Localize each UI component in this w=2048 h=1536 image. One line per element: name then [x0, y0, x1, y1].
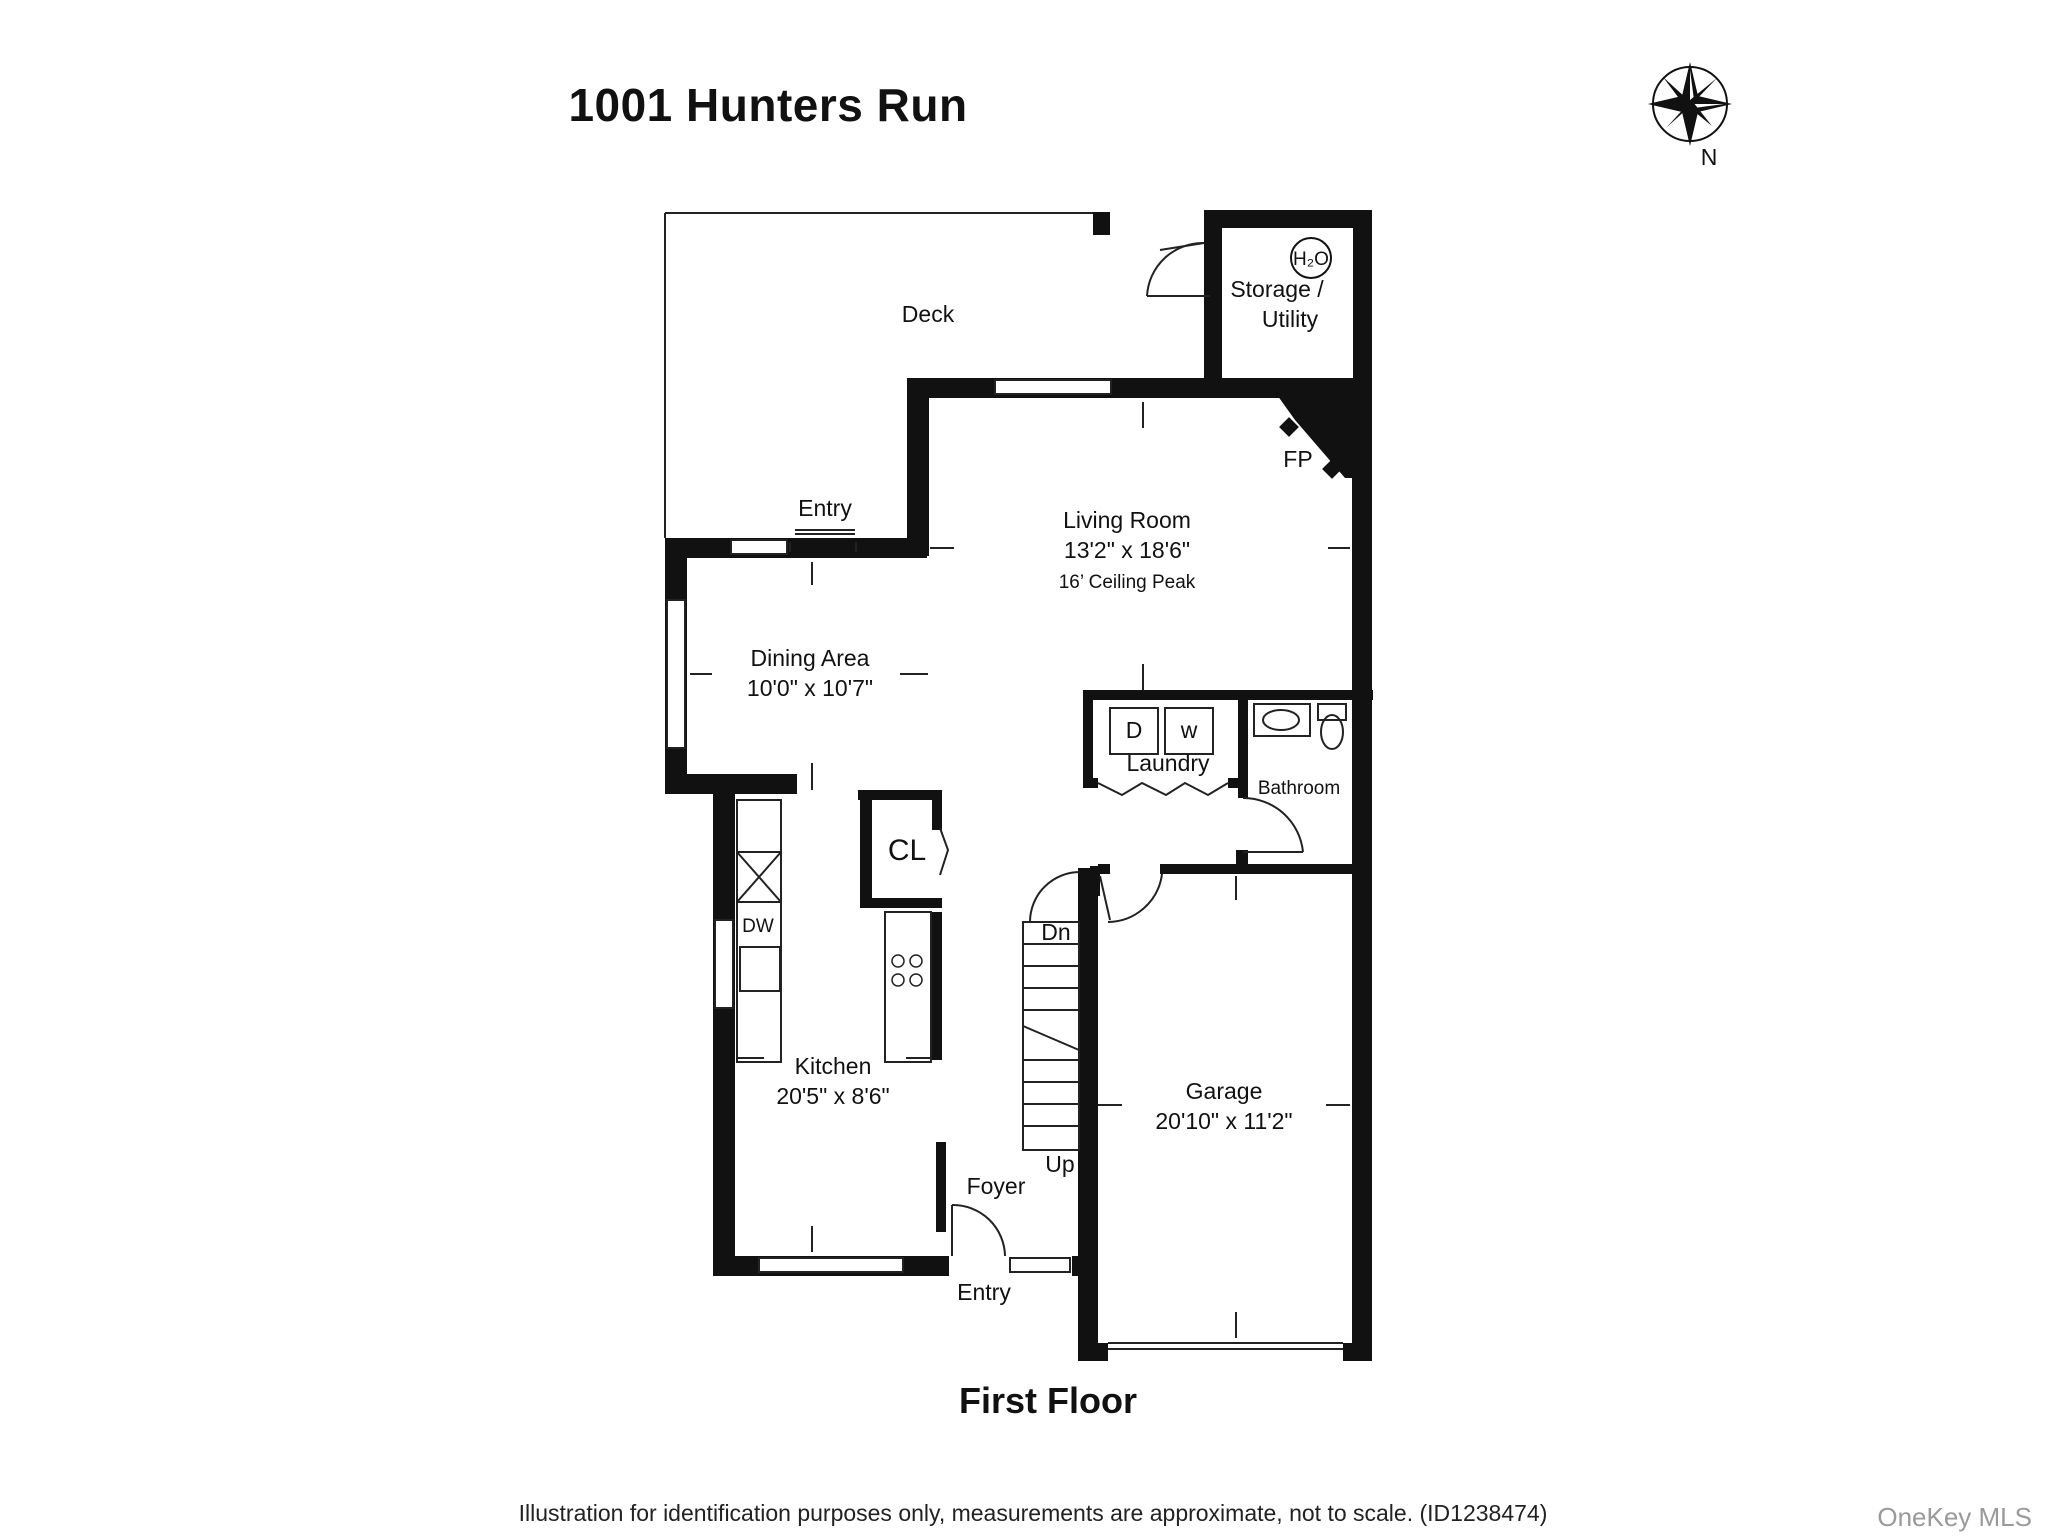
garage-interior-door[interactable]	[1099, 873, 1163, 923]
bathroom-label: Bathroom	[1258, 778, 1340, 799]
deck	[664, 212, 1098, 538]
bathroom-fixtures	[1253, 703, 1347, 750]
garage-label: Garage	[1186, 1078, 1263, 1104]
laundry-appliances	[1109, 707, 1214, 755]
closet-label: CL	[888, 834, 926, 867]
foyer-label: Foyer	[967, 1173, 1026, 1199]
laundry-doors[interactable]	[1097, 781, 1229, 797]
fireplace-label: FP	[1283, 446, 1312, 472]
watermark: OneKey MLS	[1877, 1502, 2032, 1532]
closet-door[interactable]	[939, 827, 950, 876]
living-room-note: 16’ Ceiling Peak	[1059, 572, 1196, 593]
living-room-label: Living Room	[1063, 507, 1191, 533]
dining-area-dims: 10'0" x 10'7"	[747, 675, 873, 701]
laundry-label: Laundry	[1126, 750, 1210, 776]
stairs-up-label: Up	[1045, 1151, 1074, 1177]
garage-dims: 20'10" x 11'2"	[1155, 1108, 1292, 1134]
kitchen-dims: 20'5" x 8'6"	[776, 1083, 889, 1109]
storage-label-line1: Storage /	[1230, 276, 1324, 302]
compass-rose-icon	[1648, 62, 1732, 146]
garage-overhead-door[interactable]	[1108, 1342, 1343, 1350]
page-title: 1001 Hunters Run	[568, 79, 968, 131]
range-burners-icon	[891, 954, 923, 987]
front-entry-door[interactable]	[951, 1203, 1006, 1257]
rear-entry-label: Entry	[798, 495, 852, 521]
floor-label: First Floor	[959, 1380, 1137, 1421]
stairs-down-label: Dn	[1041, 919, 1070, 945]
water-heater-label: H₂O	[1293, 249, 1329, 270]
living-room-dims: 13'2" x 18'6"	[1064, 537, 1190, 563]
storage-walls	[1204, 210, 1372, 390]
dishwasher-label: DW	[742, 916, 774, 937]
deck-post	[1093, 212, 1110, 235]
storage-label-line2: Utility	[1262, 306, 1319, 332]
compass-north-label: N	[1701, 144, 1718, 170]
stairs[interactable]	[1022, 871, 1081, 1151]
disclaimer: Illustration for identification purposes…	[518, 1500, 1548, 1526]
bathroom-door[interactable]	[1242, 796, 1304, 853]
kitchen-counters	[736, 799, 932, 1063]
dining-area-label: Dining Area	[751, 645, 870, 671]
dimension-marks	[690, 402, 1350, 1338]
storage-door[interactable]	[1146, 241, 1210, 297]
front-entry-label: Entry	[957, 1279, 1011, 1305]
water-heater-icon	[1290, 237, 1332, 279]
windows	[666, 379, 1112, 1273]
interior-walls	[858, 690, 1373, 1232]
kitchen-label: Kitchen	[795, 1053, 872, 1079]
fireplace	[1265, 378, 1372, 478]
rear-entry-door[interactable]	[789, 529, 857, 552]
washer-label: w	[1180, 717, 1198, 743]
dryer-label: D	[1126, 717, 1143, 743]
deck-label: Deck	[902, 301, 955, 327]
